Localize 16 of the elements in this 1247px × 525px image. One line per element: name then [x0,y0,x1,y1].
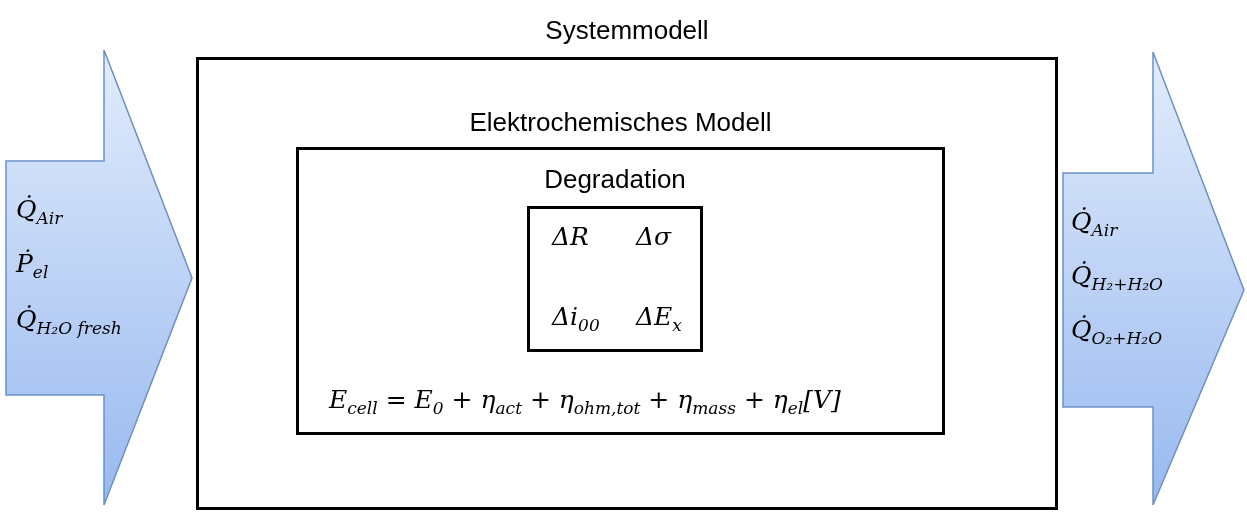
math-expression: Q̇$_{Air}$ [16,196,63,229]
math-expression: Δi$_{00}$ [552,303,600,336]
math-expression: Q̇$_{O₂+H₂O}$ [1071,316,1163,349]
math-expression: E$_{cell}$ = E$_{0}$ + η$_{act}$ + η$_{ohm,tot}$ + η$_{mass}$ + η$_{el}$[V] [329,386,841,419]
math-expression: Q̇$_{Air}$ [1071,208,1118,241]
math-expression: Q̇$_{H₂O fresh}$ [16,306,122,339]
math-expression: ΔR [552,223,589,252]
box-heading: Systemmodell [544,16,710,46]
math-expression: Q̇$_{H₂+H₂O}$ [1071,262,1163,295]
math-expression: Ṗ$_{el}$ [16,250,49,283]
box-heading: Degradation [543,165,687,195]
box-heading: Elektrochemisches Modell [468,108,773,138]
math-expression: Δσ [636,223,672,252]
math-expression: ΔE$_{x}$ [636,303,682,336]
input-arrow [4,48,194,508]
output-arrow [1061,50,1246,508]
